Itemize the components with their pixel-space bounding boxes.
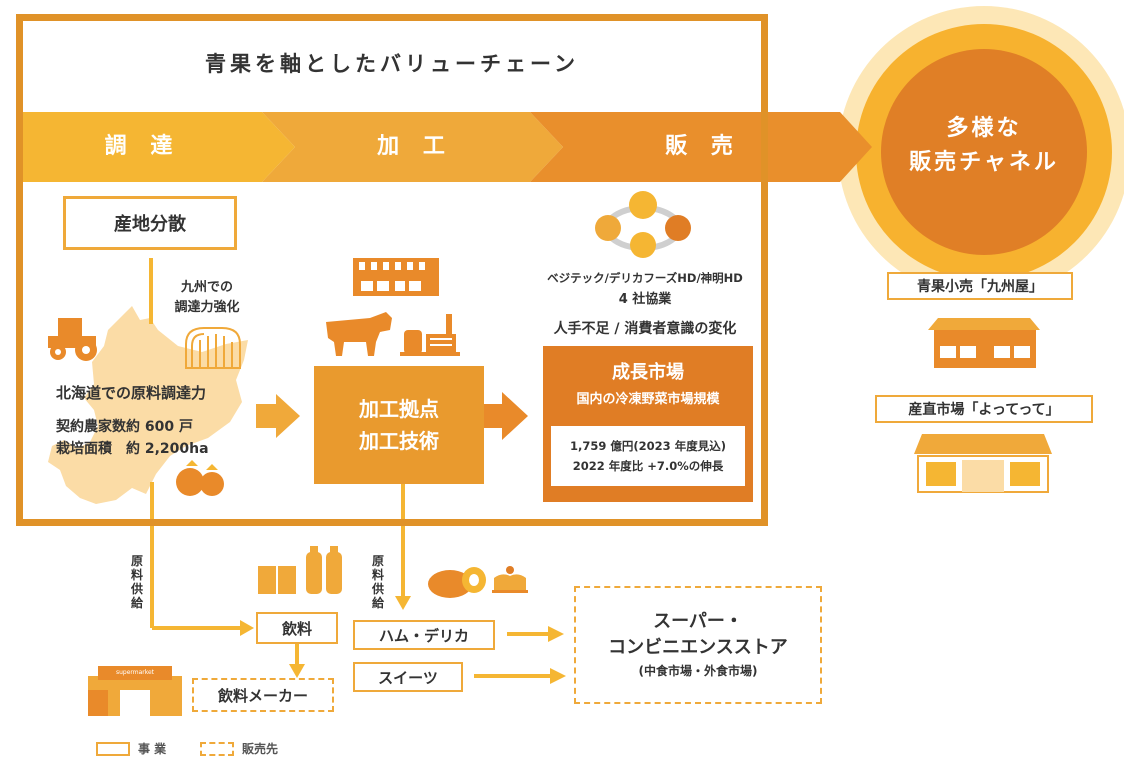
processing-base-box: 加工拠点 加工技術	[314, 366, 484, 484]
stage-chevron-sales	[530, 112, 872, 182]
network-icon	[595, 191, 691, 258]
factory-icon	[353, 258, 439, 296]
kyushu-procurement-label: 九州での 調達力強化	[162, 278, 252, 318]
partner-companies: ベジテック/デリカフーズHD/神明HD	[547, 271, 743, 285]
market-trend: 人手不足 / 消費者意識の変化	[553, 321, 737, 337]
tractor-icon	[48, 318, 97, 361]
market-store-icon	[914, 434, 1052, 493]
kyushu-line1: 九州での	[180, 280, 233, 295]
farm-count: 契約農家数約 600 戸	[56, 419, 193, 435]
legend-business-swatch	[96, 742, 130, 756]
retail-store-icon	[928, 318, 1040, 368]
stage-procure: 調 達	[104, 134, 181, 159]
beverage-maker-box: 飲料メーカー	[192, 678, 334, 712]
growth-market-title: 成長市場	[612, 362, 684, 383]
growth-market-box: 成長市場 国内の冷凍野菜市場規模 1,759 億円(2023 年度見込) 202…	[543, 346, 753, 502]
cultivation-area: 栽培面積 約 2,200ha	[56, 441, 209, 457]
market-value: 1,759 億円(2023 年度見込)	[570, 439, 726, 453]
beverage-box: 飲料	[256, 612, 338, 644]
vegetables-icon	[176, 460, 224, 496]
processing-line2: 加工技術	[359, 429, 439, 453]
kyushuya-label: 青果小売「九州屋」	[887, 272, 1073, 300]
sweets-box: スイーツ	[353, 662, 463, 692]
legend-destination-label: 販売先	[242, 742, 279, 756]
hokkaido-map-icon	[48, 306, 248, 504]
store-line2: コンビニエンスストア	[608, 637, 788, 658]
legend-business-label: 事 業	[138, 742, 167, 756]
value-chain-frame	[16, 14, 768, 526]
ham-deli-box: ハム・デリカ	[353, 620, 495, 650]
hokkaido-stats: 契約農家数約 600 戸 栽培面積 約 2,200ha	[56, 416, 276, 460]
supermarket-sign: supermarket	[115, 669, 155, 676]
four-company-alliance: 4 社協業	[618, 292, 672, 307]
origin-distribution-box: 産地分散	[63, 196, 237, 250]
market-growth: 2022 年度比 +7.0%の伸長	[572, 459, 724, 473]
legend-destination-swatch	[200, 742, 234, 756]
stage-sales: 販 売	[665, 134, 741, 159]
cow-icon	[326, 312, 392, 356]
beverage-bottles-icon	[258, 546, 342, 594]
flow-arrowheads	[240, 596, 566, 684]
store-line3: (中食市場・外食市場)	[638, 664, 758, 678]
raw-supply-text-center: 原料供給	[371, 554, 384, 610]
stage-chevron-procure	[23, 112, 295, 182]
stage-chevron-process	[262, 112, 563, 182]
raw-supply-label-left: 原料供給	[129, 554, 145, 610]
raw-supply-label-center: 原料供給	[370, 554, 386, 610]
flow-lines	[149, 258, 552, 678]
page-title: 青果を軸としたバリューチェーン	[205, 52, 579, 76]
cake-icon	[492, 566, 528, 593]
growth-market-subtitle: 国内の冷凍野菜市場規模	[576, 392, 720, 407]
market-size-box: 1,759 億円(2023 年度見込) 2022 年度比 +7.0%の伸長	[551, 426, 745, 486]
ham-icon	[428, 567, 486, 598]
channel-label: 多様な 販売チャネル	[904, 112, 1064, 180]
raw-supply-text-left: 原料供給	[130, 554, 143, 610]
hokkaido-procurement-label: 北海道での原料調達力	[56, 384, 207, 402]
yottette-label: 産直市場「よってって」	[875, 395, 1093, 423]
channel-circle-inner	[881, 49, 1087, 255]
supermarket-icon	[88, 666, 182, 716]
processing-plant-icon	[400, 314, 460, 356]
channel-line1: 多様な	[946, 116, 1022, 141]
arrow-procure-to-process	[256, 394, 300, 438]
processing-line1: 加工拠点	[359, 397, 439, 421]
supermarket-convenience-box: スーパー・ コンビニエンスストア (中食市場・外食市場)	[574, 586, 822, 704]
store-line1: スーパー・	[653, 611, 743, 632]
channel-line2: 販売チャネル	[909, 150, 1059, 175]
greenhouse-icon	[185, 327, 241, 369]
stage-process: 加 工	[377, 134, 453, 159]
kyushu-line2: 調達力強化	[174, 300, 240, 315]
arrow-process-to-sales	[484, 392, 528, 440]
